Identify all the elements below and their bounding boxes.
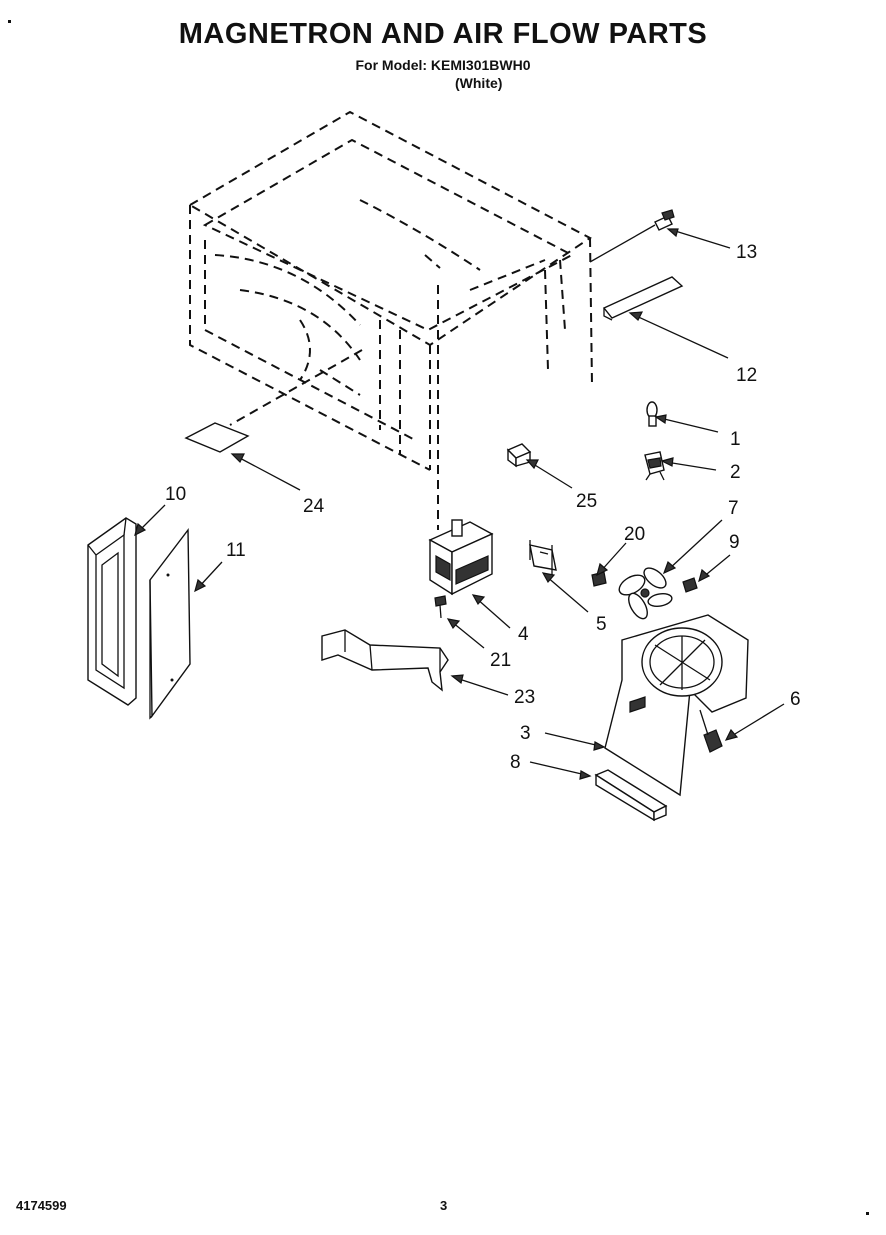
callout-12: 12	[736, 365, 757, 386]
screw-part-21	[434, 595, 447, 619]
callout-11: 11	[226, 540, 246, 561]
page-title: MAGNETRON AND AIR FLOW PARTS	[178, 18, 708, 50]
callout-25: 25	[576, 491, 597, 512]
cover-plate-part-11	[149, 527, 191, 720]
screw-part-9	[682, 577, 698, 593]
alignment-line-13	[589, 224, 656, 263]
callout-5: 5	[596, 614, 607, 635]
lamp-socket-part-2	[644, 451, 665, 481]
bar-part-12	[602, 276, 684, 321]
model-number: For Model: KEMI301BWH0	[355, 57, 531, 73]
bracket-part-5	[529, 540, 557, 575]
callout-2: 2	[730, 462, 741, 483]
oven-cavity-outline	[188, 110, 593, 471]
pad-part-24	[184, 422, 250, 453]
block-part-25	[506, 443, 532, 468]
callout-4: 4	[518, 624, 529, 645]
magnetron-part-4	[428, 519, 494, 596]
document-number: 4174599	[16, 1198, 67, 1213]
duct-frame-part-10	[87, 517, 137, 706]
callout-1: 1	[730, 429, 741, 450]
callout-24: 24	[303, 496, 325, 517]
thermostat-part-6	[699, 709, 723, 753]
fan-shroud-part-3	[604, 614, 749, 797]
page-number: 3	[440, 1198, 448, 1213]
callout-3: 3	[520, 723, 531, 744]
callout-13: 13	[736, 242, 757, 263]
callout-23: 23	[514, 687, 535, 708]
callout-10: 10	[165, 484, 186, 505]
screw-part-13	[654, 209, 675, 231]
callout-7: 7	[728, 498, 739, 519]
callout-6: 6	[790, 689, 801, 710]
corner-mark-top-left	[8, 20, 11, 23]
fan-blade-part-7	[618, 567, 673, 620]
alignment-line-24	[229, 349, 363, 426]
callout-20: 20	[624, 524, 645, 545]
callout-9: 9	[729, 532, 740, 553]
bar-part-8	[594, 769, 668, 822]
air-duct-part-23	[321, 629, 449, 692]
color-variant: (White)	[455, 75, 503, 91]
callout-8: 8	[510, 752, 521, 773]
lamp-bulb-part-1	[646, 401, 658, 427]
corner-mark-bottom-right	[866, 1212, 869, 1215]
callout-21: 21	[490, 650, 511, 671]
leader-lines	[134, 228, 785, 780]
